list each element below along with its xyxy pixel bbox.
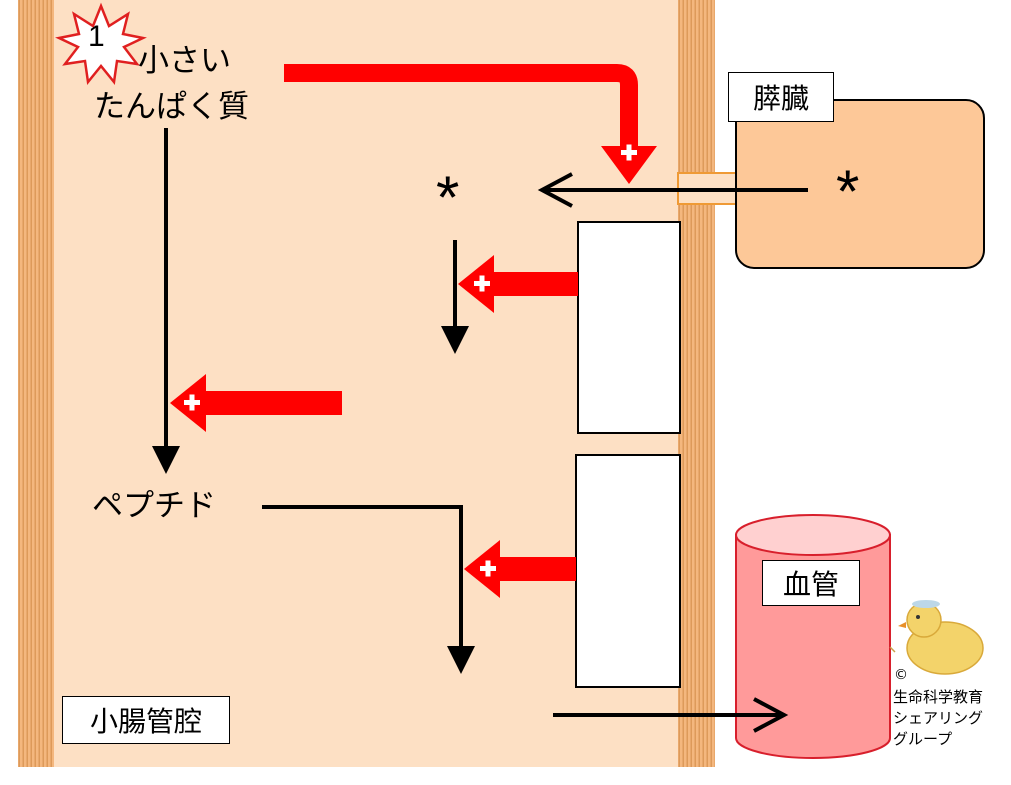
red-arrow-mid-left [170,374,342,432]
red-arrow-upper-membrane [458,255,578,313]
blood-vessel-label: 血管 [762,560,860,606]
credit-line-1: 生命科学教育 [893,688,984,706]
enzyme-marker-pancreas: * [836,158,860,225]
left-intestinal-wall [18,0,54,767]
step-starburst [55,2,147,86]
credit-line-3: グループ [893,730,953,748]
credit-copyright-symbol: © [894,667,908,683]
chick-mascot-icon [889,600,984,675]
red-arrow-lower-membrane [464,540,576,598]
lumen-label: 小腸管腔 [62,696,230,744]
blood-vessel-cylinder [735,514,891,759]
membrane-box-lower [575,454,681,688]
black-arrow-star-down [441,240,469,354]
enzyme-marker-lumen: * [436,164,460,231]
black-arrow-to-blood-vessel [553,697,789,733]
pancreas-label: 膵臓 [728,72,834,122]
black-arrow-peptide-to-absorption [262,505,475,674]
black-arrow-pancreas-to-lumen [537,172,808,208]
right-intestinal-wall [678,0,715,767]
step-number: 1 [88,20,105,53]
pancreas-shape [735,99,985,269]
black-arrow-protein-to-peptide [152,128,180,474]
small-protein-label-line2: たんぱく質 [94,89,249,125]
membrane-box-upper [577,221,681,434]
peptide-label: ペプチド [92,488,216,524]
credit-line-2: シェアリング [893,709,984,727]
small-protein-label-line1: 小さい [138,43,231,79]
red-arrow-protein-to-enzyme [284,64,657,184]
